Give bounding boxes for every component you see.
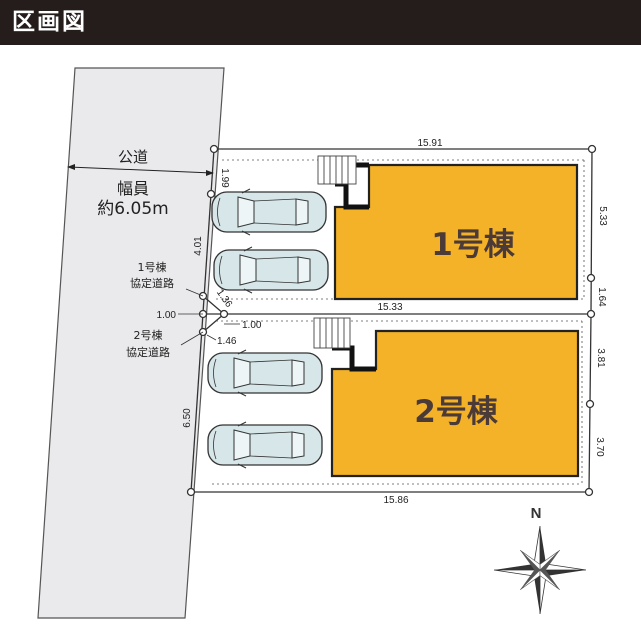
entrance-steps-2 bbox=[313, 317, 351, 349]
parking-car-2 bbox=[213, 246, 329, 294]
parking-car-4 bbox=[207, 421, 323, 469]
setback-lines bbox=[212, 159, 585, 485]
easement-1-line2: 協定道路 bbox=[130, 276, 174, 290]
header-bar: 区画図 bbox=[0, 0, 641, 45]
arrow-head-right-icon bbox=[206, 170, 214, 176]
dim-top: 15.91 bbox=[417, 138, 442, 149]
dim-easement-right: 1.00 bbox=[242, 320, 262, 331]
dim-easement-bottom: 1.46 bbox=[217, 336, 237, 347]
arrow-head-left-icon bbox=[67, 164, 75, 170]
parking-car-3 bbox=[207, 349, 323, 397]
dim-right-4: 3.70 bbox=[594, 437, 605, 457]
page-title: 区画図 bbox=[12, 8, 87, 35]
compass-north-label: N bbox=[531, 505, 542, 522]
road-width-value: 約6.05m bbox=[97, 199, 168, 219]
dim-right-2: 1.64 bbox=[596, 287, 607, 307]
dim-left-top: 1.99 bbox=[219, 168, 230, 188]
public-road bbox=[37, 67, 225, 619]
building-1 bbox=[317, 155, 579, 301]
dim-bottom: 15.86 bbox=[383, 495, 408, 506]
parking-car-1 bbox=[211, 188, 327, 236]
easement-2-leader bbox=[180, 331, 204, 346]
compass-icon bbox=[493, 525, 587, 615]
dim-middle: 15.33 bbox=[377, 302, 402, 313]
dim-easement-left: 1.00 bbox=[157, 310, 177, 321]
compass-rose bbox=[493, 525, 587, 615]
entrance-steps-1 bbox=[317, 155, 357, 185]
dim-left-lower: 6.50 bbox=[182, 408, 193, 428]
building-2 bbox=[313, 317, 580, 478]
easement-2-line2: 協定道路 bbox=[126, 345, 170, 359]
easement-2-line1: 2号棟 bbox=[134, 328, 163, 342]
easement-1-line1: 1号棟 bbox=[138, 260, 167, 274]
dim-right-1: 5.33 bbox=[597, 206, 608, 226]
dim-left-upper: 4.01 bbox=[193, 236, 204, 256]
road-width-label: 幅員 bbox=[117, 179, 149, 198]
survey-points bbox=[186, 144, 597, 497]
building-1-label: 1号棟 bbox=[431, 227, 516, 263]
building-2-label: 2号棟 bbox=[414, 394, 499, 430]
easement-bottom-leader bbox=[206, 334, 217, 341]
road-width-arrow bbox=[68, 166, 213, 174]
dim-right-3: 3.81 bbox=[595, 348, 606, 368]
road-label: 公道 bbox=[118, 148, 148, 166]
easement-1-leader bbox=[185, 288, 204, 297]
